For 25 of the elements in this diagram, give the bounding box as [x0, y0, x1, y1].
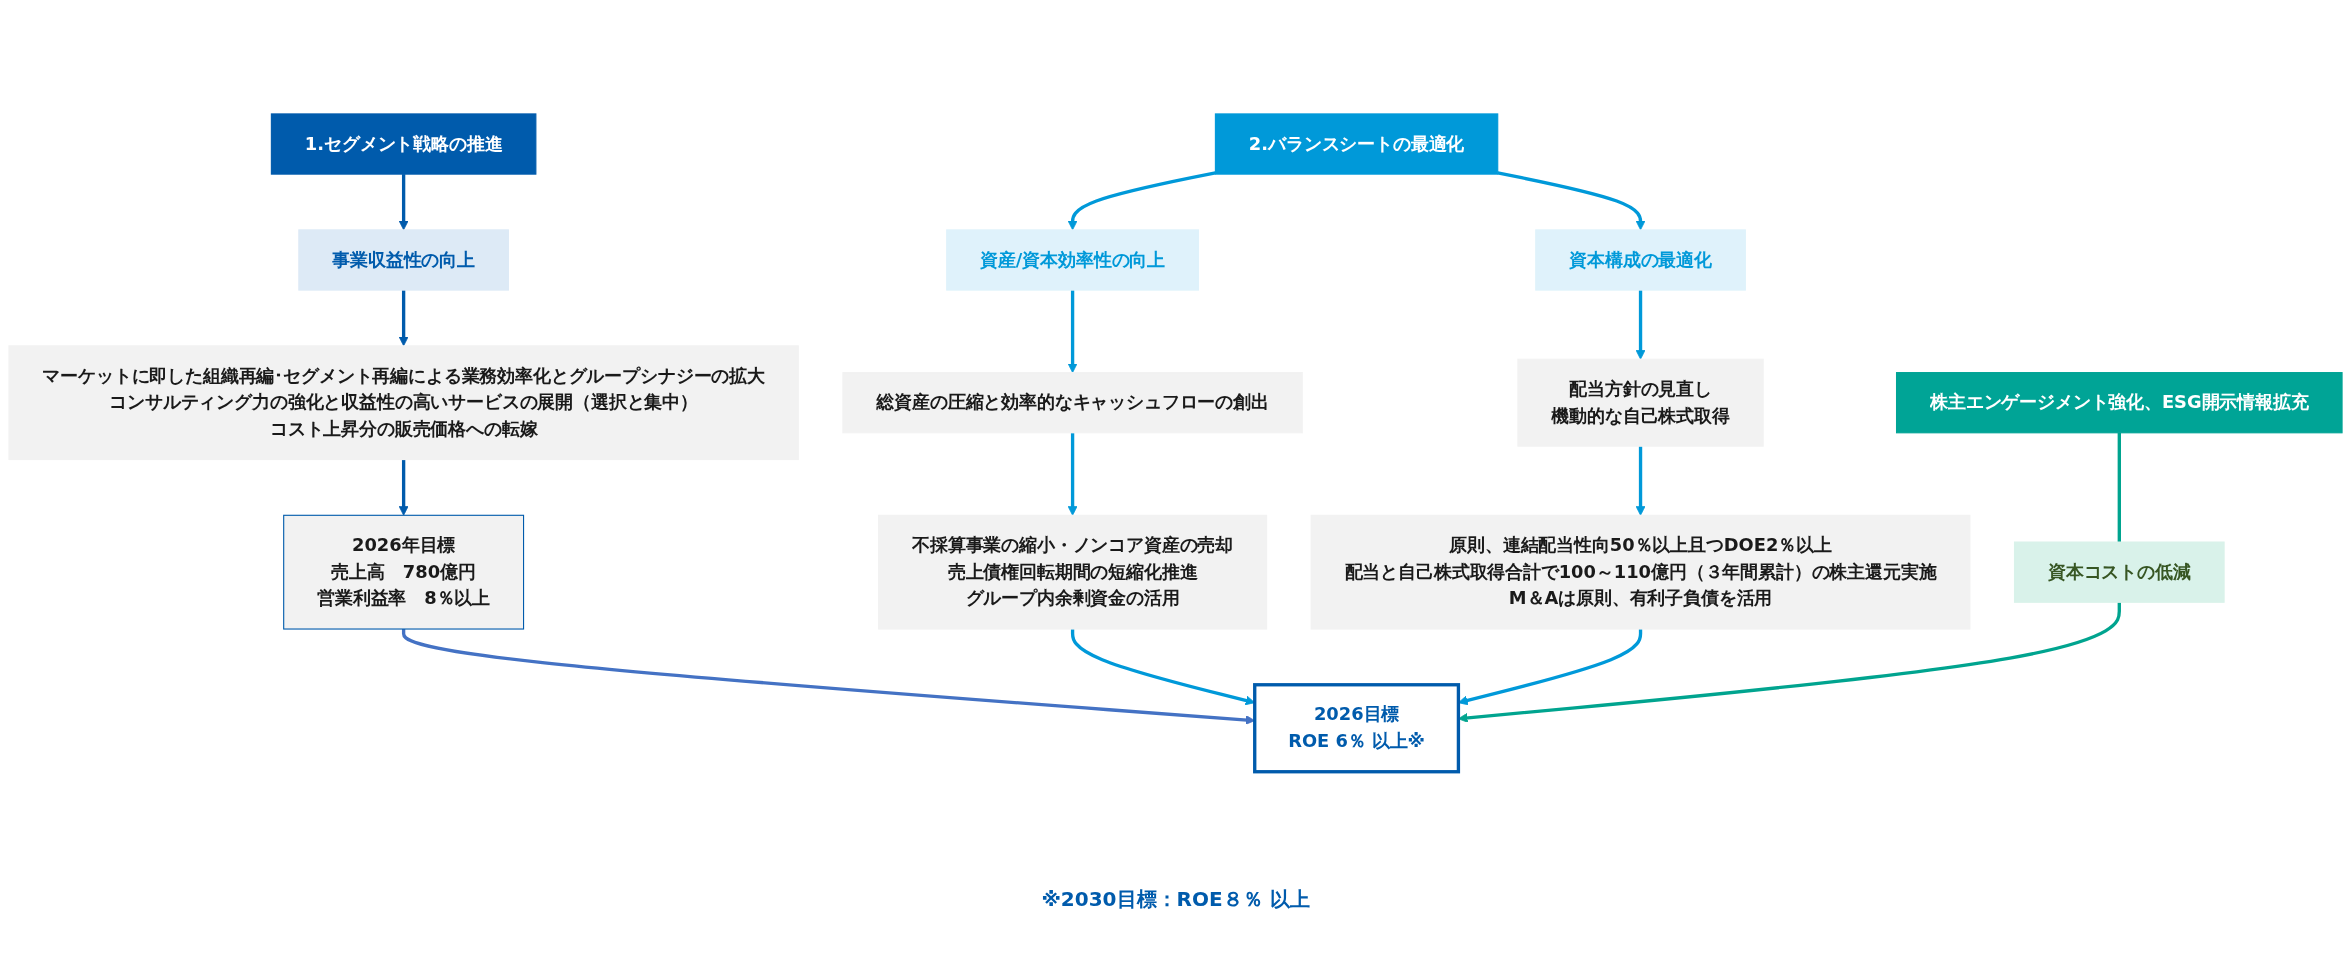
- footnote: ※2030目標：ROE８％ 以上: [1041, 886, 1310, 911]
- arrow: [1497, 171, 1646, 231]
- arrow: [1635, 290, 1646, 360]
- arrow: [1067, 290, 1078, 374]
- node-box: 配当方針の見直し 機動的な自己株式取得: [1517, 358, 1764, 447]
- arrow: [398, 174, 409, 231]
- node-box: 資本コストの低減: [2013, 541, 2225, 603]
- arrow: [1067, 432, 1078, 516]
- node-box: 不採算事業の縮小・ノンコア資産の売却 売上債権回転期間の短縮化推進 グループ内余剰資金の活用: [878, 514, 1268, 630]
- node-box: 株主エンゲージメント強化、ESG開示情報拡充: [1896, 372, 2343, 434]
- node-box: マーケットに即した組織再編･セグメント再編による業務効率化とグループシナジーの拡大 コンサルティング力の強化と収益性の高いサービスの展開（選択と集中） コスト上昇分の販売価格への転嫁: [8, 345, 799, 461]
- node-box: 資産/資本効率性の向上: [946, 229, 1200, 291]
- connector: [2117, 432, 2121, 543]
- node-box: 2.バランスシートの最適化: [1214, 113, 1499, 175]
- node-box: 事業収益性の向上: [298, 229, 509, 291]
- node-box: 2026目標 ROE 6％ 以上※: [1253, 683, 1461, 774]
- arrow: [1635, 446, 1646, 516]
- arrow: [1067, 171, 1216, 231]
- arrow: [398, 290, 409, 347]
- node-box: 原則、連結配当性向50％以上且つDOE2％以上 配当と自己株式取得合計で100～110億円（３年間累計）の株主還元実施 M＆Aは原則、有利子負債を活用: [1310, 514, 1971, 630]
- node-box: 資本構成の最適化: [1535, 229, 1746, 291]
- node-box: 1.セグメント戦略の推進: [270, 113, 537, 175]
- node-box: 総資産の圧縮と効率的なキャッシュフローの創出: [842, 372, 1303, 434]
- arrow: [398, 459, 409, 516]
- node-box: 2026年目標 売上高 780億円 営業利益率 8％以上: [283, 514, 525, 630]
